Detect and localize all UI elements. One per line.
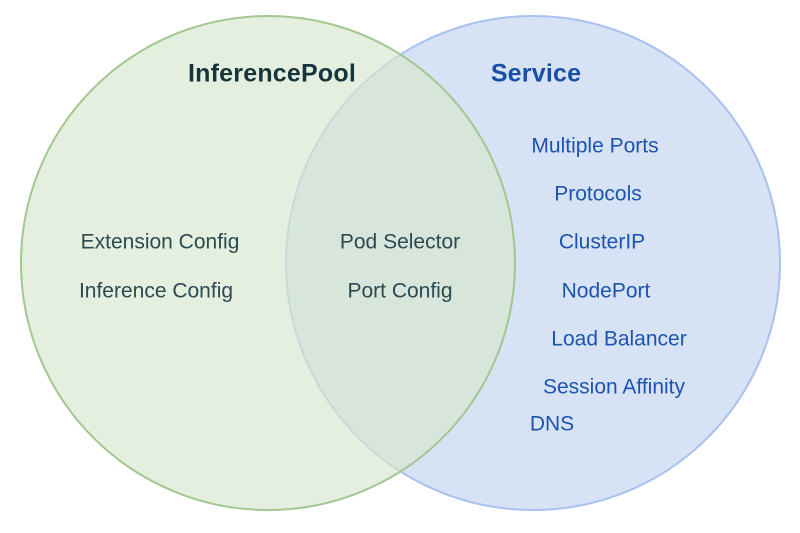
overlap-item-port-config: Port Config [347,279,453,303]
right-item-protocols: Protocols [554,182,642,206]
overlap-item-pod-selector: Pod Selector [339,230,461,254]
right-item-load-balancer: Load Balancer [551,327,687,351]
left-item-extension-config: Extension Config [80,230,240,254]
right-item-session-affinity: Session Affinity [542,375,686,399]
right-item-nodeport: NodePort [561,279,651,303]
left-item-inference-config: Inference Config [78,279,234,303]
right-item-clusterip: ClusterIP [558,230,646,254]
inferencepool-circle [20,15,516,511]
service-title: Service [490,59,582,88]
right-item-multiple-ports: Multiple Ports [531,134,659,158]
right-item-dns: DNS [529,412,575,436]
inferencepool-title: InferencePool [188,59,356,88]
